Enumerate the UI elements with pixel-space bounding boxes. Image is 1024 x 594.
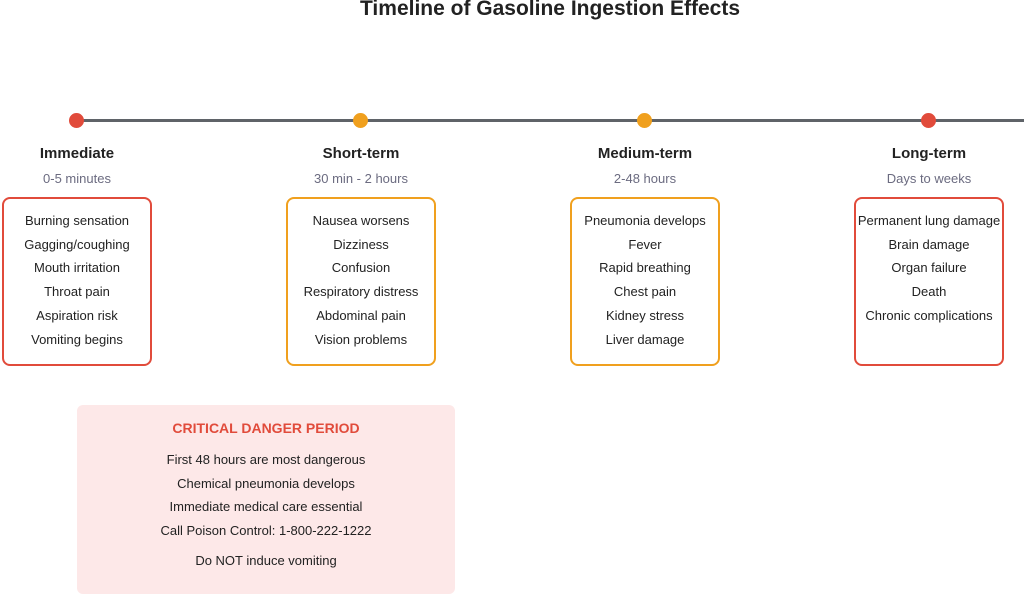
danger-item: First 48 hours are most dangerous: [166, 452, 366, 467]
timeline-dot-long-term: [921, 113, 936, 128]
stage-box-long-term: Permanent lung damage Brain damage Organ…: [854, 197, 1004, 366]
effect-item: Mouth irritation: [34, 260, 120, 276]
effect-item: Kidney stress: [605, 307, 685, 323]
stage-time-medium-term: 2-48 hours: [613, 171, 677, 186]
stage-time-long-term: Days to weeks: [886, 171, 972, 186]
danger-list: First 48 hours are most dangerous Chemic…: [77, 448, 455, 543]
timeline-dot-immediate: [69, 113, 84, 128]
diagram-title: Timeline of Gasoline Ingestion Effects: [359, 0, 741, 20]
effect-item: Brain damage: [888, 236, 970, 252]
danger-item: Chemical pneumonia develops: [177, 475, 355, 491]
effect-item: Abdominal pain: [316, 307, 406, 323]
stage-name-medium-term: Medium-term: [597, 145, 693, 162]
stage-name-immediate: Immediate: [39, 145, 115, 162]
effect-item: Vomiting begins: [31, 331, 123, 347]
stage-time-immediate: 0-5 minutes: [43, 171, 111, 186]
effect-item: Gagging/coughing: [24, 236, 130, 252]
danger-item: Call Poison Control: 1-800-222-1222: [160, 523, 372, 539]
effect-item: Burning sensation: [24, 213, 130, 228]
stage-box-short-term: Nausea worsens Dizziness Confusion Respi…: [286, 197, 436, 366]
timeline-dot-short-term: [353, 113, 368, 128]
effect-item: Dizziness: [333, 236, 389, 252]
danger-item: Immediate medical care essential: [169, 499, 363, 515]
effect-item: Pneumonia develops: [584, 213, 706, 228]
effect-item: Chest pain: [613, 284, 677, 300]
effect-item: Aspiration risk: [36, 307, 118, 323]
effect-item: Organ failure: [891, 260, 967, 276]
effect-item: Respiratory distress: [303, 284, 419, 300]
danger-warning: Do NOT induce vomiting: [195, 553, 337, 568]
effect-item: Liver damage: [605, 331, 685, 347]
effect-item: Confusion: [331, 260, 391, 276]
stage-box-medium-term: Pneumonia develops Fever Rapid breathing…: [570, 197, 720, 366]
stage-box-immediate: Burning sensation Gagging/coughing Mouth…: [2, 197, 152, 366]
effect-item: Chronic complications: [865, 307, 993, 323]
effect-item: Nausea worsens: [312, 213, 410, 228]
effect-item: Vision problems: [314, 331, 408, 347]
critical-danger-box: CRITICAL DANGER PERIOD First 48 hours ar…: [77, 405, 455, 594]
effect-item: Permanent lung damage: [857, 213, 1001, 228]
effect-item: Throat pain: [44, 284, 110, 300]
stage-name-short-term: Short-term: [322, 145, 400, 162]
effect-item: Fever: [628, 236, 662, 252]
timeline-line: [77, 119, 1024, 122]
stage-name-long-term: Long-term: [891, 145, 967, 162]
stage-time-short-term: 30 min - 2 hours: [314, 171, 408, 186]
effect-item: Death: [911, 284, 947, 300]
effect-item: Rapid breathing: [599, 260, 691, 276]
timeline-dot-medium-term: [637, 113, 652, 128]
danger-title: CRITICAL DANGER PERIOD: [172, 420, 360, 436]
